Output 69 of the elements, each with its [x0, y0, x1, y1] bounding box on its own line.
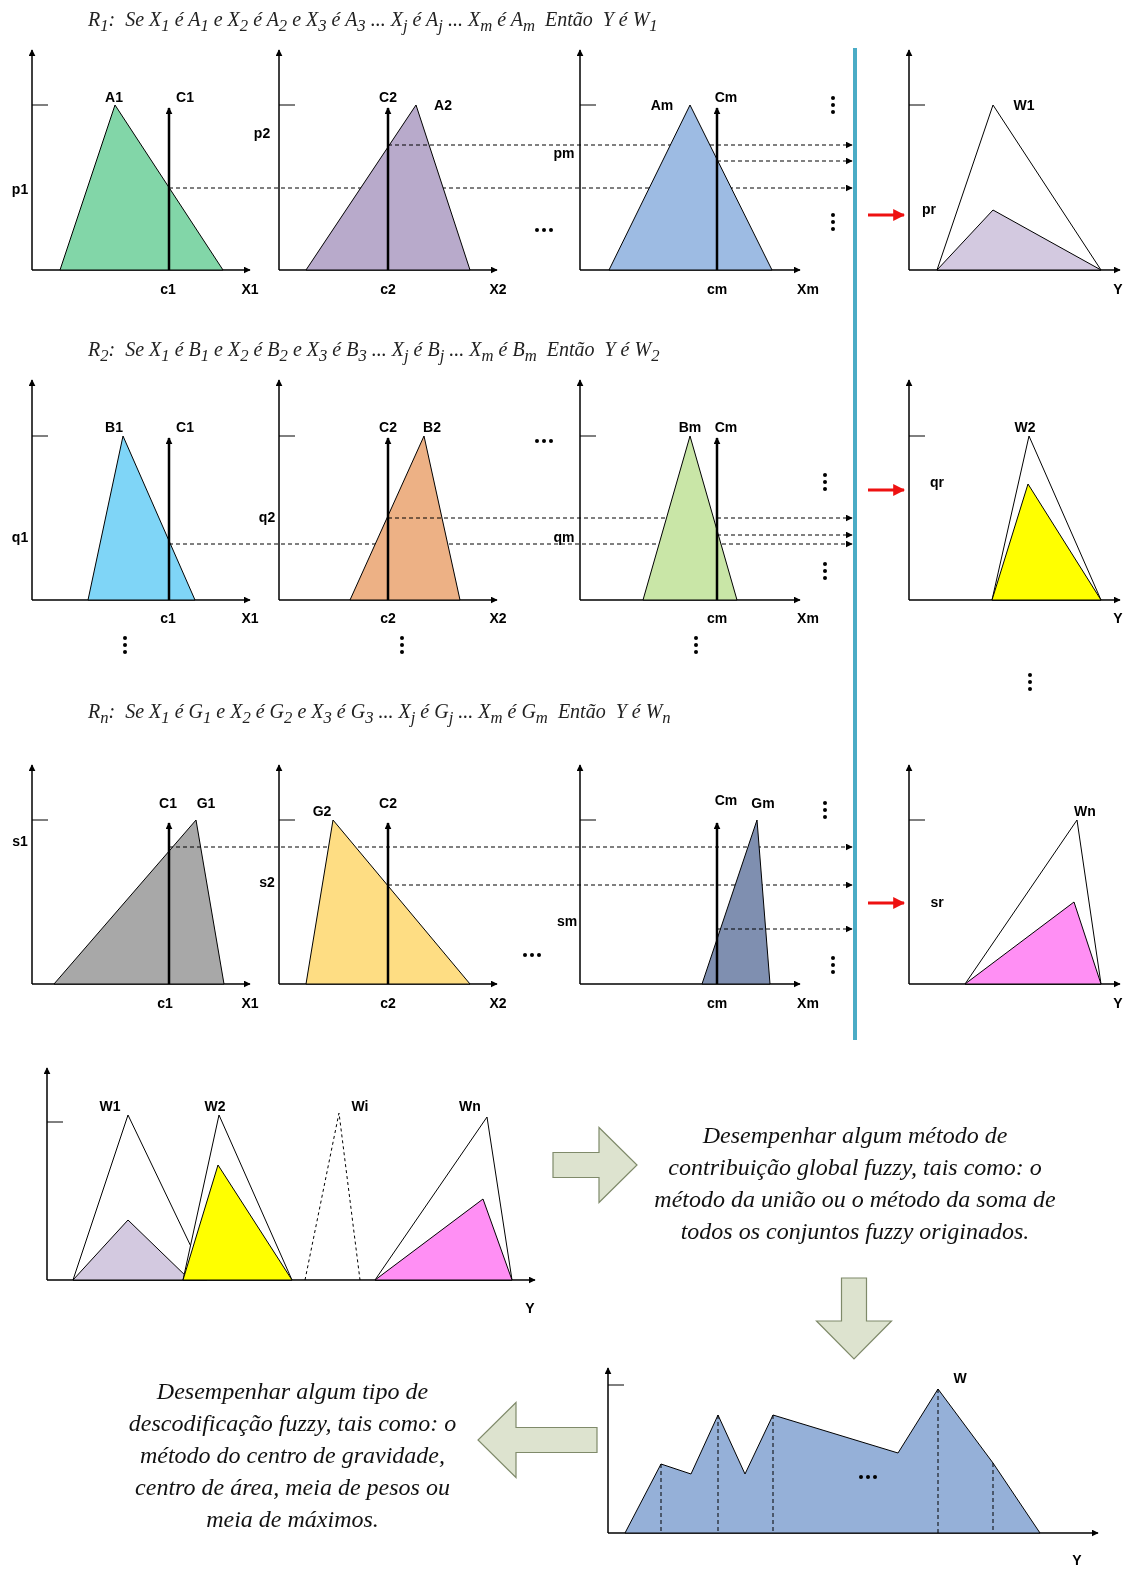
plot-label: c1: [160, 281, 176, 297]
plot-label: X1: [241, 281, 259, 297]
plot-label: Y: [1113, 995, 1123, 1011]
plot-label: Xm: [797, 610, 819, 626]
plot-label: B1: [105, 419, 123, 435]
plot-label: Bm: [678, 419, 702, 435]
plot-label: p2: [253, 125, 271, 141]
plot-label: c1: [160, 610, 176, 626]
plot-label: X1: [241, 995, 259, 1011]
plot-label: G2: [312, 803, 332, 819]
plot-label: s1: [12, 833, 28, 849]
plot-label: Xm: [797, 995, 819, 1011]
plot-label: C1: [176, 89, 194, 105]
plot-label: C2: [379, 89, 397, 105]
plot-label: A1: [105, 89, 123, 105]
plot-label: cm: [706, 995, 728, 1011]
block-arrow: [477, 1401, 598, 1479]
plot-label: Gm: [751, 795, 775, 811]
plot-label: X1: [241, 610, 259, 626]
plot-label: Xm: [797, 281, 819, 297]
plot-label: X2: [489, 281, 507, 297]
plot-label: X2: [489, 610, 507, 626]
plot-label: s2: [259, 874, 275, 890]
plot-label: Wn: [459, 1098, 481, 1114]
plot-label: Y: [1113, 281, 1123, 297]
plot-label: p1: [11, 181, 29, 197]
plot-label: W2: [204, 1098, 226, 1114]
plot-label: Y: [1072, 1552, 1082, 1568]
plot-label: W: [953, 1370, 967, 1386]
plot-label: X2: [489, 995, 507, 1011]
plot-label: W1: [1013, 97, 1035, 113]
plot-label: Y: [525, 1300, 535, 1316]
plot-label: W2: [1014, 419, 1036, 435]
plot-label: c2: [380, 281, 396, 297]
plot-label: Cm: [714, 89, 738, 105]
plot-label: Cm: [714, 792, 738, 808]
plot-label: B2: [423, 419, 441, 435]
description-text: Desempenhar algum método de contribuição global fuzzy, tais como: o método da união ou o método da soma de todos os conjuntos fuzzy originados.: [640, 1090, 1070, 1275]
plot-label: Cm: [714, 419, 738, 435]
plot-label: C1: [176, 419, 194, 435]
plot-label: c2: [380, 610, 396, 626]
plot-label: Wn: [1074, 803, 1096, 819]
plot-label: c2: [380, 995, 396, 1011]
block-arrow: [552, 1126, 638, 1204]
rule-text: R$_{2}$: Se X$_{1}$ é B$_{1}$ e X$_{2}$ é B$_{2}$ e X$_{3}$ é B$_{3}$ ... X$_{j}$ é B$_{j}$ ... X$_{m}$ é B$_{m}$ Então Y é W$_{2}$: [88, 338, 660, 366]
plot-label: qr: [930, 474, 944, 490]
plot-label: C2: [379, 795, 397, 811]
plot-label: sm: [556, 913, 578, 929]
plot-label: G1: [196, 795, 216, 811]
plot-label: Wi: [351, 1098, 369, 1114]
plot-label: pm: [553, 145, 575, 161]
plot-label: cm: [706, 281, 728, 297]
plot-label: C1: [159, 795, 177, 811]
rule-text: R$_{1}$: Se X$_{1}$ é A$_{1}$ e X$_{2}$ é A$_{2}$ e X$_{3}$ é A$_{3}$ ... X$_{j}$ é A$_{j}$ ... X$_{m}$ é A$_{m}$ Então Y é W$_{1}$: [88, 8, 658, 36]
plot-label: Y: [1113, 610, 1123, 626]
plot-label: A2: [434, 97, 452, 113]
plot-label: q1: [11, 529, 29, 545]
plot-label: cm: [706, 610, 728, 626]
plot-label: qm: [553, 529, 575, 545]
plot-label: Am: [650, 97, 674, 113]
plot-label: sr: [930, 894, 944, 910]
block-arrow: [815, 1277, 893, 1360]
plot-label: q2: [258, 509, 276, 525]
plot-label: c1: [157, 995, 173, 1011]
rule-text: R$_{n}$: Se X$_{1}$ é G$_{1}$ e X$_{2}$ é G$_{2}$ e X$_{3}$ é G$_{3}$ ... X$_{j}$ é G$_{j}$ ... X$_{m}$ é G$_{m}$ Então Y é W$_{n}$: [88, 700, 671, 728]
plot-label: W1: [99, 1098, 121, 1114]
plot-label: pr: [922, 201, 936, 217]
plot-label: C2: [379, 419, 397, 435]
description-text: Desempenhar algum tipo de descodificação fuzzy, tais como: o método do centro de gravidade, centro de área, meia de pesos ou meia de máximos.: [110, 1370, 475, 1540]
